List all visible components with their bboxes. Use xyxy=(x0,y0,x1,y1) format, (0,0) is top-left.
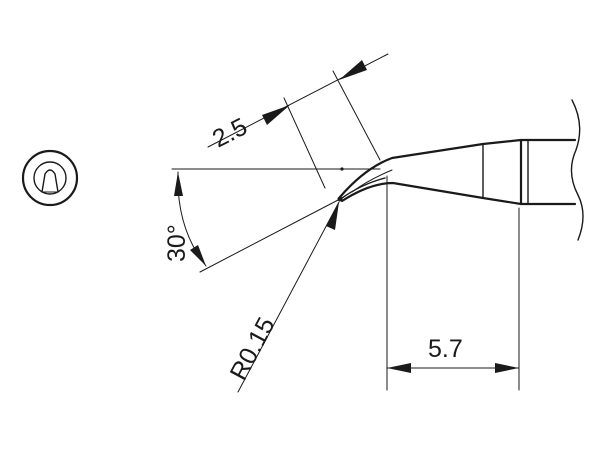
tip-inner-edge xyxy=(341,177,386,199)
end-view-tip-profile xyxy=(41,169,59,193)
end-view-outer-circle xyxy=(21,149,79,207)
dimension-tip-angle: 30° xyxy=(163,167,381,273)
end-view-inner-circle xyxy=(33,161,67,195)
tip-angle-label: 30° xyxy=(163,224,191,262)
angle-leg-line xyxy=(199,198,341,273)
angle-arrow-bottom xyxy=(190,245,206,266)
radius-leader-arrow xyxy=(326,202,339,230)
tip-lower-outline xyxy=(340,181,577,206)
tip-radius-label: R0.15 xyxy=(225,313,281,385)
taper-length-label: 5.7 xyxy=(428,335,463,363)
angle-center-mark xyxy=(340,167,344,171)
taper-arrow-left xyxy=(387,363,411,373)
tip-length-arrow-1 xyxy=(262,105,290,125)
tip-length-label: 2.5 xyxy=(208,113,252,154)
taper-arrow-right xyxy=(495,363,519,373)
tip-upper-outline xyxy=(338,138,577,199)
dimension-tip-radius: R0.15 xyxy=(225,201,340,393)
tip-body xyxy=(337,99,584,241)
dimension-tip-length: 2.5 xyxy=(207,53,389,189)
tip-length-extension-2 xyxy=(332,70,381,161)
radius-leader-line xyxy=(237,201,340,393)
tip-length-extension-1 xyxy=(283,97,326,189)
tip-end-view xyxy=(21,149,79,207)
angle-arrow-top xyxy=(174,172,183,196)
dimension-taper-length: 5.7 xyxy=(386,175,520,391)
tip-length-arrow-2 xyxy=(339,60,367,80)
break-line xyxy=(570,99,584,241)
tip-inner-edge-2 xyxy=(351,169,393,193)
